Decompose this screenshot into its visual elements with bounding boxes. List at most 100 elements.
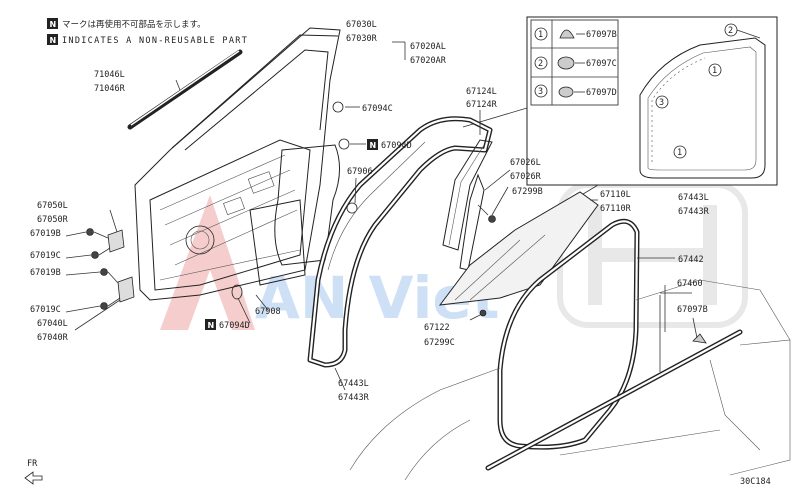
plug-67094c [332, 101, 344, 113]
upper-hinge-67050 [107, 229, 125, 253]
note-japanese: マークは再使用不可部品を示します。 [62, 19, 206, 30]
label-67026r: 67026R [510, 172, 542, 182]
inset-weatherstrip-outer [639, 37, 766, 179]
bolt-67019c-a [91, 251, 99, 259]
legend-index-circle-3 [534, 84, 548, 98]
label-67124r: 67124R [466, 100, 498, 110]
weatherstrip-inner-line [327, 141, 426, 271]
service-hole-1 [247, 171, 275, 194]
door-glass-67110 [438, 191, 599, 306]
label-67050r: 67050R [37, 215, 69, 225]
n-symbol-box-2 [47, 34, 58, 45]
inset-callout-3 [655, 95, 669, 109]
label-67110l: 67110L [600, 190, 631, 200]
label-67908: 67908 [255, 307, 281, 317]
label-67040r: 67040R [37, 333, 69, 343]
bolt-67299b [488, 215, 496, 223]
door-sealing-screen-67906 [274, 144, 340, 266]
svg-text:1: 1 [677, 148, 682, 158]
plug-67094d-upper [338, 138, 350, 150]
door-outer-frame [134, 27, 341, 301]
label-67442: 67442 [678, 255, 704, 265]
inset-weatherstrip-inner [647, 46, 757, 171]
door-inner-panel [149, 139, 311, 291]
door-weatherstrip-67443 [307, 116, 493, 368]
plug-67094d-lower [231, 284, 243, 300]
svg-text:1: 1 [712, 66, 717, 76]
part-labels: 71046L 71046R 67030L 67030R 67020AL 6702… [30, 20, 710, 403]
label-67124l: 67124L [466, 87, 497, 97]
legend-part-1: 67097B [586, 30, 617, 40]
door-sash-outer [171, 34, 339, 149]
svg-text:2: 2 [728, 26, 733, 36]
door-trim-67908 [249, 199, 306, 286]
note-english: INDICATES A NON-REUSABLE PART [62, 36, 248, 46]
bolt-67019b-b [100, 268, 108, 276]
legend-index-3: 3 [538, 87, 543, 97]
plug-67906-small [346, 202, 358, 214]
clip-67097b-body [692, 333, 707, 344]
label-67020ar: 67020AR [410, 56, 447, 66]
car-body-outline [349, 279, 791, 481]
door-sash-inner [184, 49, 329, 151]
legend-index-1: 1 [538, 30, 543, 40]
inset-callout-1b [673, 145, 687, 159]
label-67094c: 67094C [362, 104, 393, 114]
label-67019b-b: 67019B [30, 268, 61, 278]
label-67906: 67906 [347, 167, 373, 177]
watermark: AN Viet [160, 182, 748, 332]
figure-code: 30C184 [740, 477, 771, 487]
glass-run-67124 [442, 139, 493, 251]
label-67443l-right: 67443L [678, 193, 709, 203]
window-regulator-67026 [459, 173, 496, 317]
label-67030r: 67030R [346, 34, 378, 44]
legend-index-2: 2 [538, 59, 543, 69]
legend-part-3: 67097D [586, 88, 617, 98]
label-67097b: 67097B [677, 305, 708, 315]
front-arrow-icon [24, 471, 43, 485]
non-reusable-note: N マークは再使用不可部品を示します。 N INDICATES A NON-RE… [47, 18, 248, 46]
front-direction-marker: FR [24, 459, 43, 485]
label-67019c-a: 67019C [30, 251, 61, 261]
clip-detail-inset: 1 67097B 2 67097C 3 67097D 1 2 3 1 [462, 16, 778, 209]
n-symbol-67094d-a [367, 139, 378, 150]
label-67443r-right: 67443R [678, 207, 710, 217]
label-71046r: 71046R [94, 84, 126, 94]
n-symbol-char-2: N [50, 36, 57, 45]
label-67299c: 67299C [424, 338, 455, 348]
door-panel-assembly [134, 27, 358, 301]
label-67050l: 67050L [37, 201, 68, 211]
clip-c-icon [557, 56, 575, 70]
legend-index-circle-1 [534, 27, 548, 41]
door-glass-pane [438, 191, 599, 306]
svg-text:3: 3 [659, 98, 664, 108]
service-hole-2 [223, 196, 245, 216]
n-symbol-char: N [50, 20, 57, 29]
legend-part-2: 67097C [586, 59, 617, 69]
label-67299b: 67299B [512, 187, 543, 197]
n-symbol-67094d-b [205, 319, 216, 330]
label-67460: 67460 [677, 279, 703, 289]
n-symbol-box [47, 18, 58, 29]
inset-legend-table [530, 19, 619, 106]
label-67110r: 67110R [600, 204, 632, 214]
hinge-hardware [86, 228, 135, 310]
speaker-hole [185, 225, 215, 255]
label-71046l: 71046L [94, 70, 125, 80]
bolt-67019b-a [86, 228, 94, 236]
scuff-plate-67460 [485, 329, 743, 471]
label-67020al: 67020AL [410, 42, 446, 52]
opening-weatherstrip-67442 [497, 218, 640, 450]
label-67040l: 67040L [37, 319, 68, 329]
label-67443l-bottom: 67443L [338, 379, 369, 389]
label-67026l: 67026L [510, 158, 541, 168]
clip-b-icon [559, 29, 575, 39]
inset-callout-1a [708, 63, 722, 77]
svg-text:N: N [370, 141, 377, 150]
lower-hinge-67040 [117, 276, 135, 303]
label-67094d-b: 67094D [219, 321, 250, 331]
label-67019c-b: 67019C [30, 305, 61, 315]
label-67443r-bottom: 67443R [338, 393, 370, 403]
label-67094d-a: 67094D [381, 141, 412, 151]
